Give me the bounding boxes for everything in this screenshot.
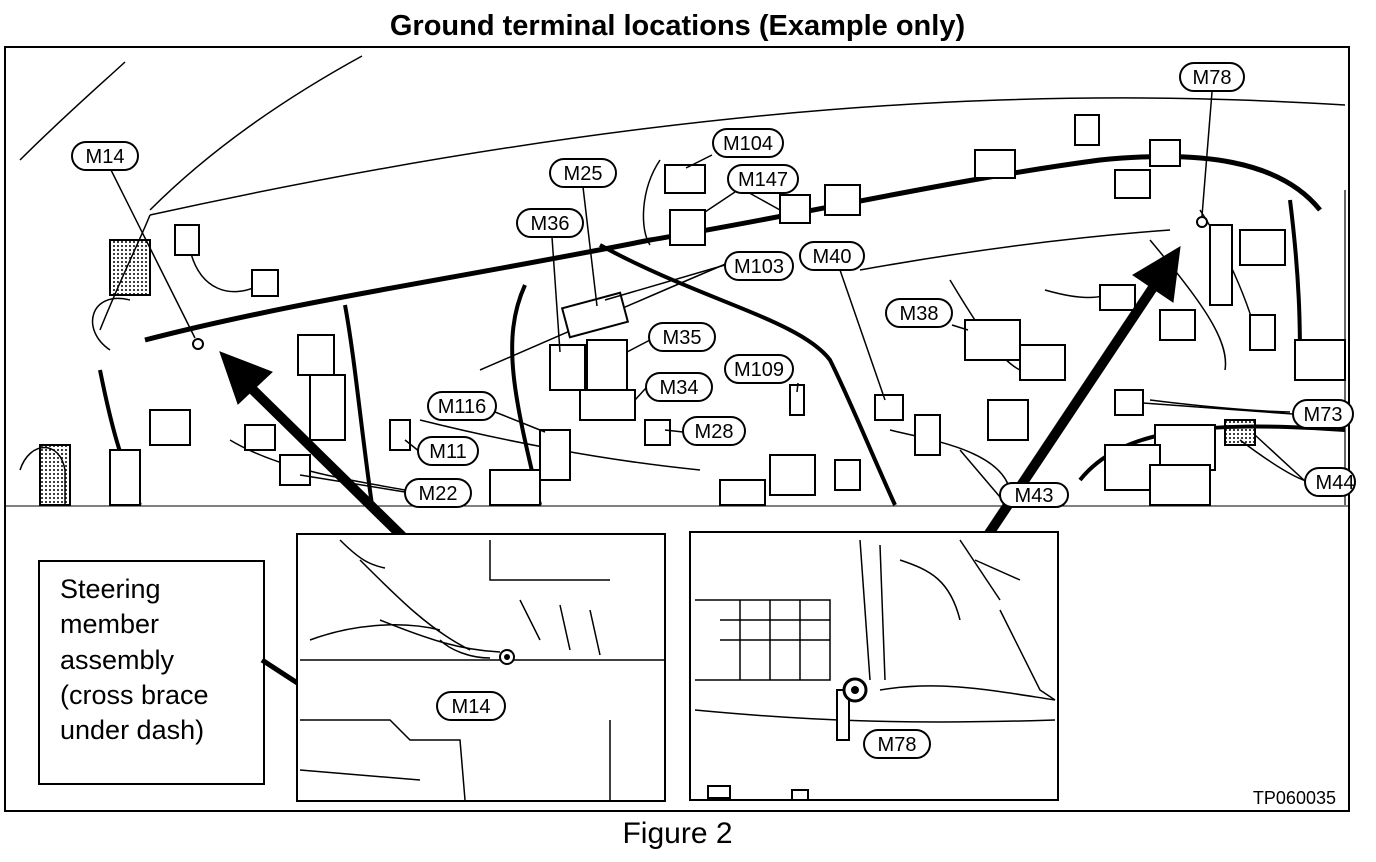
inset-callout-m78: M78 — [878, 734, 917, 756]
connector-shapes — [39, 114, 1346, 506]
callout-m14: M14 — [86, 146, 125, 168]
inset-m78-detail: M78 — [689, 531, 1059, 801]
callout-bubbles — [71, 62, 1356, 508]
callout-m73: M73 — [1304, 404, 1343, 426]
callout-m103: M103 — [734, 256, 784, 278]
reference-code: TP060035 — [1253, 788, 1336, 808]
note-line-5: under dash) — [60, 715, 204, 745]
callout-m78: M78 — [1193, 67, 1232, 89]
callout-m28: M28 — [695, 421, 734, 443]
callout-m44: M44 — [1316, 472, 1355, 494]
callout-labels: M14 M25 M36 M104 M147 M103 M40 M78 M38 M… — [86, 67, 1355, 507]
callout-m35: M35 — [663, 327, 702, 349]
note-line-3: assembly — [60, 645, 175, 675]
ground-terminal-markers — [192, 216, 1208, 350]
callout-m40: M40 — [813, 246, 852, 268]
callout-m147: M147 — [738, 169, 788, 191]
figure-caption: Figure 2 — [622, 817, 733, 850]
callout-m25: M25 — [564, 163, 603, 185]
callout-m109: M109 — [734, 359, 784, 381]
callout-m116: M116 — [438, 396, 487, 418]
page-title: Ground terminal locations (Example only) — [389, 10, 966, 42]
figure-frame — [4, 46, 1350, 812]
steering-member-note: Steering member assembly (cross brace un… — [38, 560, 344, 785]
callout-m43: M43 — [1015, 485, 1054, 507]
inset-m14-detail: M14 — [296, 533, 666, 802]
note-line-1: Steering — [60, 574, 161, 604]
callout-m34: M34 — [660, 377, 699, 399]
note-line-2: member — [60, 609, 159, 639]
callout-m36: M36 — [531, 213, 570, 235]
callout-m38: M38 — [900, 303, 939, 325]
callout-m104: M104 — [723, 133, 773, 155]
callout-m22: M22 — [419, 483, 458, 505]
callout-m11: M11 — [429, 441, 466, 463]
note-line-4: (cross brace — [60, 680, 209, 710]
inset-callout-m14: M14 — [452, 696, 491, 718]
